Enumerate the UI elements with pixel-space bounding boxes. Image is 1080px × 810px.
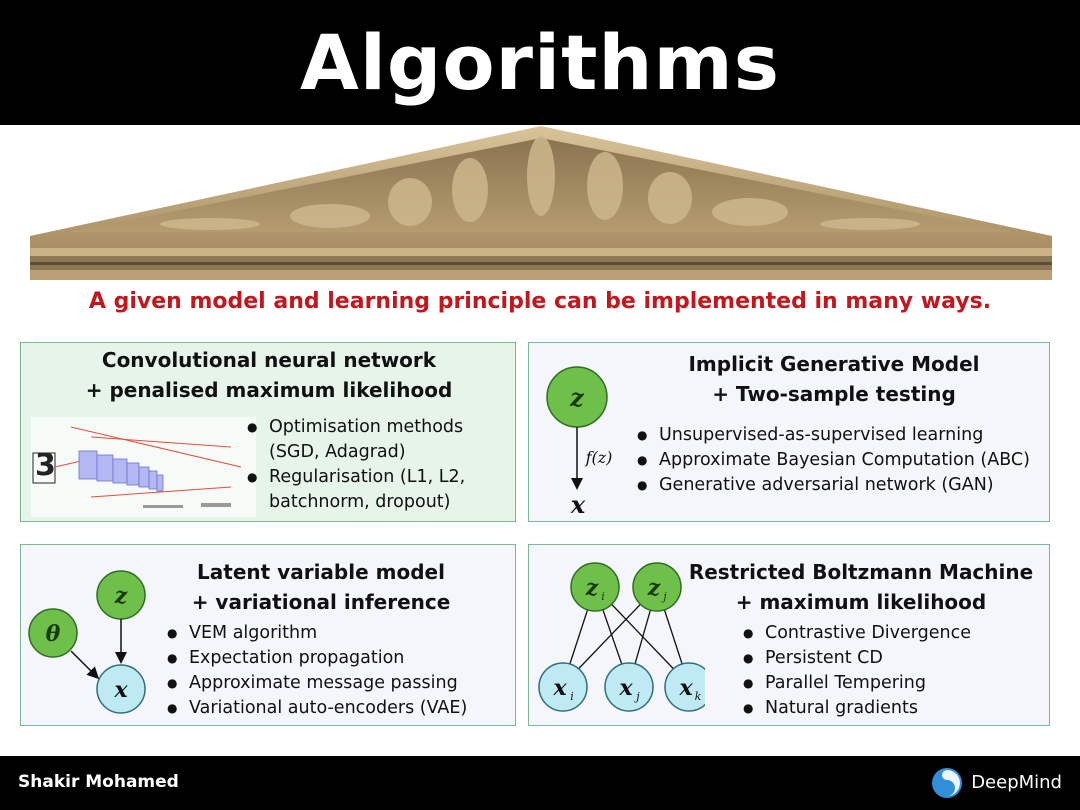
- panel-rbm: z i z j x i x j x k Restricted Boltzmann…: [528, 544, 1050, 726]
- svg-text:j: j: [633, 690, 640, 703]
- svg-text:i: i: [570, 690, 574, 703]
- list-item-continuation: (SGD, Adagrad): [269, 442, 406, 462]
- panel-latent-title: Latent variable model + variational infe…: [191, 560, 451, 614]
- svg-text:θ: θ: [46, 621, 61, 647]
- panel-latent-bullets: VEM algorithm Expectation propagation Ap…: [167, 621, 507, 721]
- panel-rbm-bullets: Contrastive Divergence Persistent CD Par…: [743, 621, 1043, 721]
- node-zj: [632, 562, 682, 612]
- panel-implicit-title: Implicit Generative Model + Two-sample t…: [688, 352, 980, 406]
- cnn-architecture-illustration: 3: [31, 417, 256, 517]
- list-item: VEM algorithm: [167, 621, 507, 646]
- panel-latent-variable: z θ x Latent variable model + variationa…: [20, 544, 516, 726]
- node-x: [96, 664, 146, 714]
- svg-text:k: k: [695, 690, 702, 703]
- brand: DeepMind: [931, 767, 1062, 799]
- list-item: Variational auto-encoders (VAE): [167, 696, 507, 721]
- node-xj: [604, 662, 654, 712]
- pediment-illustration: [30, 126, 1052, 280]
- node-theta: [28, 608, 78, 658]
- list-item: Optimisation methods: [247, 415, 507, 440]
- footer-bar: Shakir Mohamed DeepMind: [0, 756, 1080, 810]
- list-item: Approximate message passing: [167, 671, 507, 696]
- svg-text:x: x: [113, 677, 128, 703]
- list-item: Generative adversarial network (GAN): [637, 473, 1047, 498]
- deepmind-logo-icon: [932, 768, 963, 798]
- list-item: Persistent CD: [743, 646, 1043, 671]
- tagline: A given model and learning principle can…: [88, 289, 992, 314]
- author-name: Shakir Mohamed: [18, 772, 179, 792]
- node-xk: [664, 662, 705, 712]
- panel-implicit-bullets: Unsupervised-as-supervised learning Appr…: [637, 423, 1047, 498]
- list-item: Contrastive Divergence: [743, 621, 1043, 646]
- svg-text:z: z: [647, 575, 661, 601]
- svg-text:z: z: [585, 575, 599, 601]
- slide-title: Algorithms: [300, 18, 780, 107]
- svg-text:j: j: [660, 590, 667, 603]
- list-item: Parallel Tempering: [743, 671, 1043, 696]
- node-zi: [570, 562, 620, 612]
- list-item-continuation: batchnorm, dropout): [269, 492, 451, 512]
- list-item: Regularisation (L1, L2,: [247, 465, 507, 490]
- panel-cnn-title: Convolutional neural network + penalised…: [85, 348, 453, 402]
- panel-rbm-title: Restricted Boltzmann Machine + maximum l…: [688, 560, 1034, 614]
- svg-text:x: x: [552, 675, 567, 701]
- implicit-model-diagram: z f(z) x: [546, 366, 613, 519]
- svg-text:x: x: [618, 675, 633, 701]
- panel-implicit-generative: z f(z) x Implicit Generative Model + Two…: [528, 342, 1050, 522]
- rbm-diagram: z i z j x i x j x k: [538, 562, 705, 712]
- title-bar: Algorithms: [0, 0, 1080, 125]
- latent-model-diagram: z θ x: [28, 570, 146, 714]
- input-digit: 3: [35, 448, 56, 483]
- svg-text:x: x: [678, 675, 693, 701]
- list-item: Approximate Bayesian Computation (ABC): [637, 448, 1047, 473]
- list-item: Unsupervised-as-supervised learning: [637, 423, 1047, 448]
- node-xi: [538, 662, 588, 712]
- panel-cnn-bullets: Optimisation methods (SGD, Adagrad) Regu…: [247, 415, 507, 515]
- svg-text:f(z): f(z): [585, 448, 613, 467]
- list-item: Expectation propagation: [167, 646, 507, 671]
- list-item: Natural gradients: [743, 696, 1043, 721]
- panel-cnn: Convolutional neural network + penalised…: [20, 342, 516, 522]
- svg-text:z: z: [114, 583, 128, 609]
- brand-name: DeepMind: [971, 772, 1062, 793]
- svg-text:x: x: [570, 490, 586, 519]
- svg-text:z: z: [569, 383, 585, 412]
- svg-text:i: i: [601, 590, 605, 603]
